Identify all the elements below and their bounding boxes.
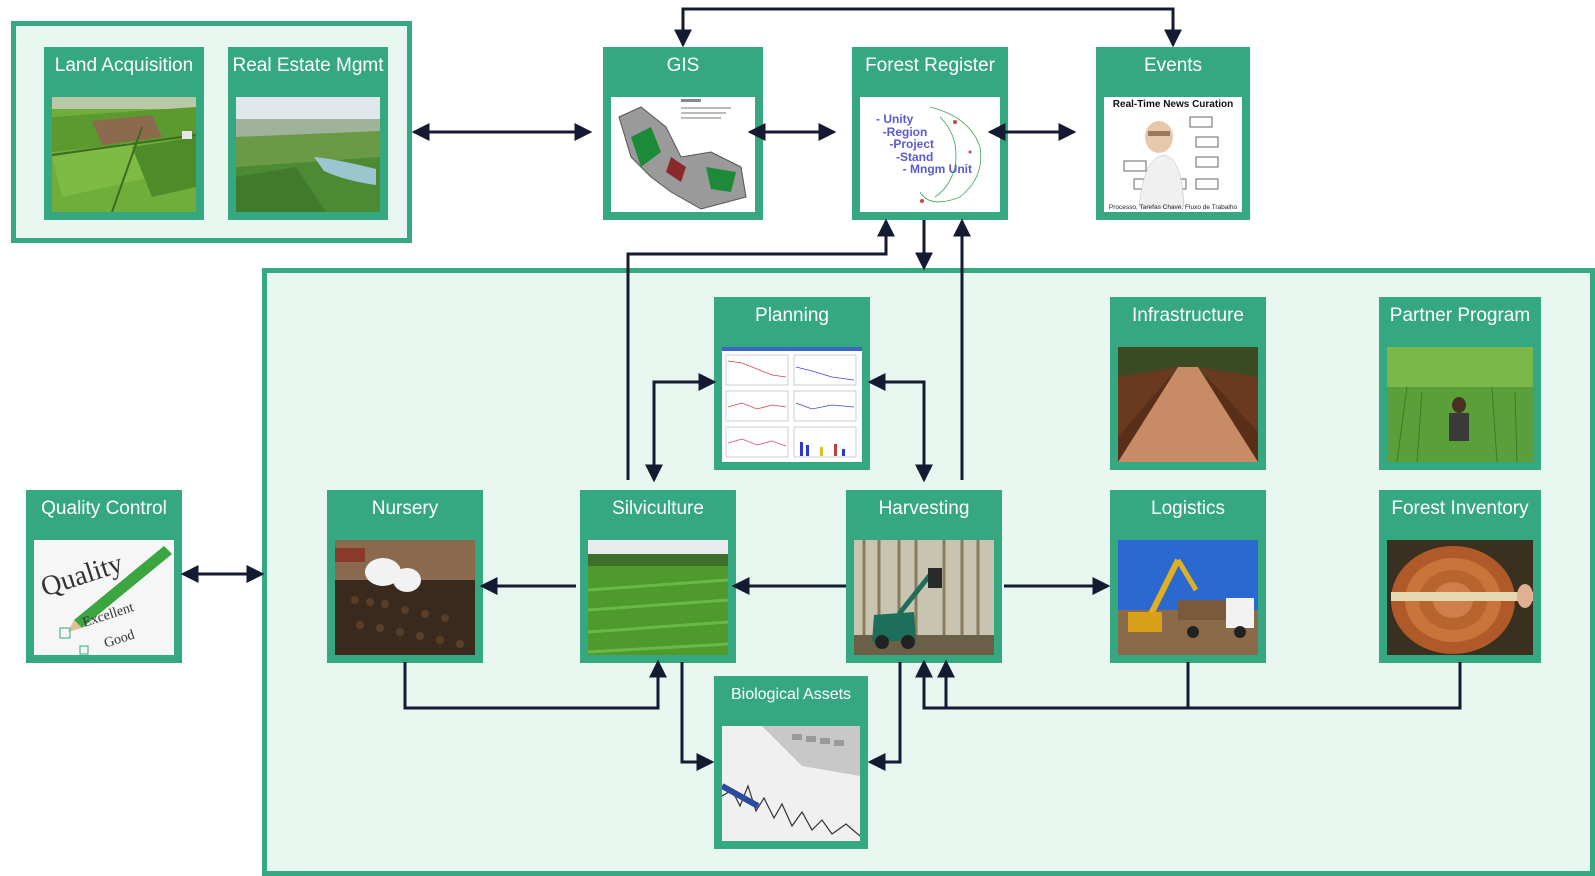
node-label: GIS: [666, 55, 700, 76]
dirt-road-photo: [1118, 347, 1258, 462]
node-label: Partner Program: [1389, 305, 1531, 326]
node-silviculture: Silviculture: [580, 490, 736, 663]
node-nursery: Nursery: [327, 490, 483, 663]
node-forest-inventory: Forest Inventory: [1379, 490, 1541, 663]
events-image-footer: Processo, Tarefas Chave, Fluxo de Trabal…: [1108, 204, 1238, 211]
node-gis: GIS: [603, 47, 763, 220]
forest-register-image: - Unity -Region -Project -Stand - Mngm U…: [860, 97, 1000, 212]
financial-chart-photo: [722, 726, 860, 841]
hierarchy-level: -Project: [876, 137, 935, 151]
nursery-seedlings-photo: [335, 540, 475, 655]
node-forest-register: Forest Register - Unity -Region -Project…: [852, 47, 1008, 220]
node-partner-program: Partner Program: [1379, 297, 1541, 470]
node-logistics: Logistics: [1110, 490, 1266, 663]
hierarchy-level: -Region: [876, 124, 928, 139]
node-label: Planning: [755, 305, 829, 326]
hierarchy-level: - Unity: [876, 112, 914, 126]
node-label: Events: [1143, 55, 1203, 76]
hierarchy-level: - Mngm Unit: [876, 162, 972, 176]
node-planning: Planning: [714, 297, 870, 470]
arrow-gis-events-loop: [674, 7, 1182, 48]
node-label: Forest Inventory: [1391, 498, 1529, 519]
node-events: Events Real-Time News Curation Processo,…: [1096, 47, 1250, 220]
node-label: Harvesting: [878, 498, 970, 519]
node-label: Biological Assets: [730, 686, 852, 703]
hierarchy-level: -Stand: [876, 149, 934, 164]
harvester-photo: [854, 540, 994, 655]
planning-charts-image: [722, 347, 862, 462]
tree-rings-photo: [1387, 540, 1533, 655]
node-label: Infrastructure: [1132, 305, 1244, 326]
log-truck-photo: [1118, 540, 1258, 655]
quality-checklist-image: Quality Excellent Good: [34, 540, 174, 655]
forest-register-hierarchy: - Unity -Region -Project -Stand - Mngm U…: [876, 113, 972, 176]
young-plantation-photo: [588, 540, 728, 655]
node-label: Real Estate Mgmt: [232, 55, 384, 76]
node-real-estate-mgmt: Real Estate Mgmt: [228, 47, 388, 220]
node-biological-assets: Biological Assets: [714, 676, 868, 849]
farmland-photo: [52, 97, 196, 212]
events-image: Real-Time News Curation Processo, Tarefa…: [1104, 97, 1242, 212]
node-label: Nursery: [371, 498, 439, 519]
node-label: Forest Register: [865, 55, 995, 76]
node-infrastructure: Infrastructure: [1110, 297, 1266, 470]
events-image-title: Real-Time News Curation: [1112, 99, 1234, 110]
partner-field-photo: [1387, 347, 1533, 462]
node-label: Silviculture: [612, 498, 704, 519]
node-label: Quality Control: [41, 498, 167, 519]
node-harvesting: Harvesting: [846, 490, 1002, 663]
node-quality-control: Quality Control Quality Excellent Good: [26, 490, 182, 663]
node-label: Logistics: [1151, 498, 1225, 519]
node-land-acquisition: Land Acquisition: [44, 47, 204, 220]
node-label: Land Acquisition: [54, 55, 194, 76]
forest-river-photo: [236, 97, 380, 212]
gis-map-image: [611, 97, 755, 212]
